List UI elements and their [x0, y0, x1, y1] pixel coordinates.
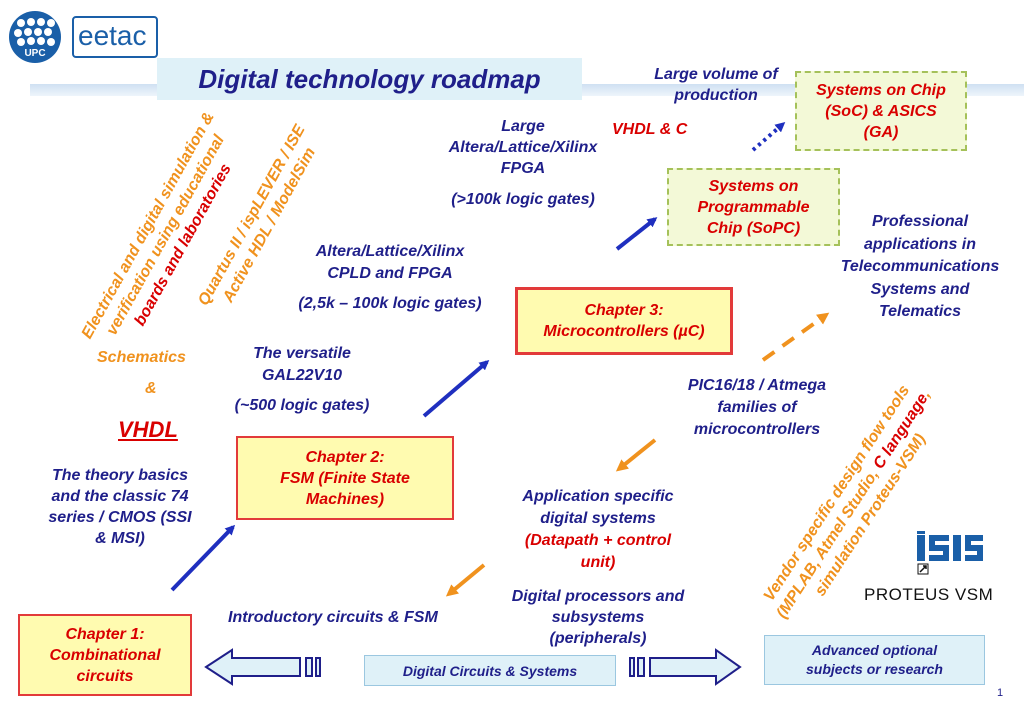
sopc-line3: Chip (SoPC) — [706, 219, 801, 237]
page-title: Digital technology roadmap — [198, 63, 541, 94]
arrow-pic-to-application — [615, 438, 657, 472]
gal-text: The versatile GAL22V10 (~500 logic gates… — [212, 343, 392, 417]
sopc-box[interactable]: Systems on Programmable Chip (SoPC) — [667, 168, 840, 246]
professional-line5: Telematics — [878, 303, 962, 320]
large-volume-text: Large volume of production — [628, 64, 804, 106]
advanced-line1: Advanced optional — [811, 642, 938, 658]
gal-line1: The versatile — [253, 345, 351, 362]
large-fpga-line4: (>100k logic gates) — [451, 191, 595, 208]
theory-basics-text: The theory basics and the classic 74 ser… — [30, 465, 210, 549]
vhdl-c-label: VHDL & C — [612, 121, 688, 138]
application-line1: Application specific — [522, 488, 674, 505]
proteus-logo-text: PROTEUS VSM — [864, 585, 994, 604]
gal-line2: GAL22V10 — [261, 367, 343, 384]
cpld-line1: Altera/Lattice/Xilinx — [315, 243, 465, 260]
pic-line1: PIC16/18 / Atmega — [687, 377, 827, 394]
proteus-logo: PROTEUS VSM — [862, 531, 994, 607]
upc-logo-icon — [9, 11, 61, 63]
chapter1-line3: circuits — [76, 667, 134, 685]
theory-line4: & MSI) — [95, 530, 145, 547]
chapter3-line2: Microcontrollers (µC) — [543, 323, 705, 340]
professional-line2: applications in — [863, 235, 976, 253]
soc-line2: (SoC) & ASICS — [825, 102, 937, 120]
chapter2-box[interactable]: Chapter 2: FSM (Finite State Machines) — [236, 436, 454, 520]
soc-line1: Systems on Chip — [816, 81, 946, 99]
theory-line3: series / CMOS (SSI — [48, 509, 192, 526]
cpld-line3: (2,5k – 100k logic gates) — [298, 295, 482, 312]
large-fpga-line3: FPGA — [500, 160, 546, 177]
gal-line3: (~500 logic gates) — [234, 397, 370, 414]
chapter2-line3: Machines) — [305, 490, 385, 508]
intro-label: Introductory circuits & FSM — [228, 609, 438, 626]
page-title-box: Digital technology roadmap — [157, 58, 582, 100]
professional-line3: Telecommunications — [840, 258, 1000, 275]
application-line3: (Datapath + control — [524, 532, 672, 549]
professional-line4: Systems and — [870, 280, 970, 298]
isis-logo-icon — [914, 531, 984, 575]
arrow-to-soc — [751, 122, 786, 152]
upc-logo-text: UPC — [24, 48, 46, 59]
vhdl-label: VHDL — [118, 417, 178, 442]
upc-logo: UPC — [8, 10, 62, 68]
chapter2-title: Chapter 2: — [305, 448, 385, 466]
application-line4: unit) — [580, 554, 616, 571]
digital-proc-line2: subsystems — [551, 609, 645, 626]
digital-circuits-label: Digital Circuits & Systems — [402, 662, 578, 679]
arrow-ch1-to-ch2 — [170, 524, 236, 592]
theory-line2: and the classic 74 — [51, 488, 189, 505]
theory-line1: The theory basics — [51, 467, 189, 484]
left-hollow-arrow — [204, 648, 321, 686]
chapter3-title: Chapter 3: — [584, 302, 664, 319]
advanced-subjects-box[interactable]: Advanced optional subjects or research — [764, 635, 985, 685]
digital-circuits-box[interactable]: Digital Circuits & Systems — [364, 655, 616, 686]
soc-box[interactable]: Systems on Chip (SoC) & ASICS (GA) — [795, 71, 967, 151]
chapter1-title: Chapter 1: — [65, 625, 145, 643]
arrow-to-sopc — [615, 217, 658, 251]
eetac-logo: eetac — [72, 16, 158, 58]
eetac-logo-text: eetac — [78, 20, 147, 51]
cpld-text: Altera/Lattice/Xilinx CPLD and FPGA (2,5… — [275, 241, 505, 315]
application-line2: digital systems — [540, 510, 656, 527]
professional-text: Professional applications in Telecommuni… — [825, 211, 1015, 324]
sopc-line1: Systems on — [708, 177, 799, 195]
large-volume-line2: production — [674, 87, 758, 104]
chapter3-box[interactable]: Chapter 3: Microcontrollers (µC) — [515, 287, 733, 355]
sopc-line2: Programmable — [697, 198, 810, 216]
digital-processors-text: Digital processors and subsystems (perip… — [490, 586, 706, 649]
pic-text: PIC16/18 / Atmega families of microcontr… — [662, 375, 852, 441]
chapter1-box[interactable]: Chapter 1: Combinational circuits — [18, 614, 192, 696]
soc-line3: (GA) — [863, 123, 899, 141]
professional-line1: Professional — [871, 213, 969, 230]
large-fpga-line1: Large — [501, 118, 545, 135]
chapter2-line2: FSM (Finite State — [280, 469, 410, 487]
application-text: Application specific digital systems (Da… — [498, 486, 698, 574]
advanced-line2: subjects or research — [806, 661, 943, 677]
large-volume-line1: Large volume of — [654, 66, 778, 83]
ampersand-label: & — [145, 380, 157, 397]
page-number: 1 — [997, 687, 1004, 699]
pic-line2: families of — [717, 399, 797, 416]
arrow-ch2-to-ch3 — [422, 360, 490, 418]
arrow-application-to-intro — [445, 563, 486, 597]
digital-proc-line3: (peripherals) — [549, 630, 647, 647]
cpld-line2: CPLD and FPGA — [327, 265, 453, 282]
pic-line3: microcontrollers — [693, 421, 821, 438]
large-fpga-text: Large Altera/Lattice/Xilinx FPGA (>100k … — [412, 116, 634, 210]
chapter1-line2: Combinational — [49, 646, 161, 664]
digital-proc-line1: Digital processors and — [511, 588, 685, 605]
large-fpga-line2: Altera/Lattice/Xilinx — [448, 139, 598, 156]
schematics-label: Schematics — [97, 349, 186, 366]
right-hollow-arrow — [629, 648, 742, 686]
arrow-ch3-to-professional — [761, 312, 830, 362]
